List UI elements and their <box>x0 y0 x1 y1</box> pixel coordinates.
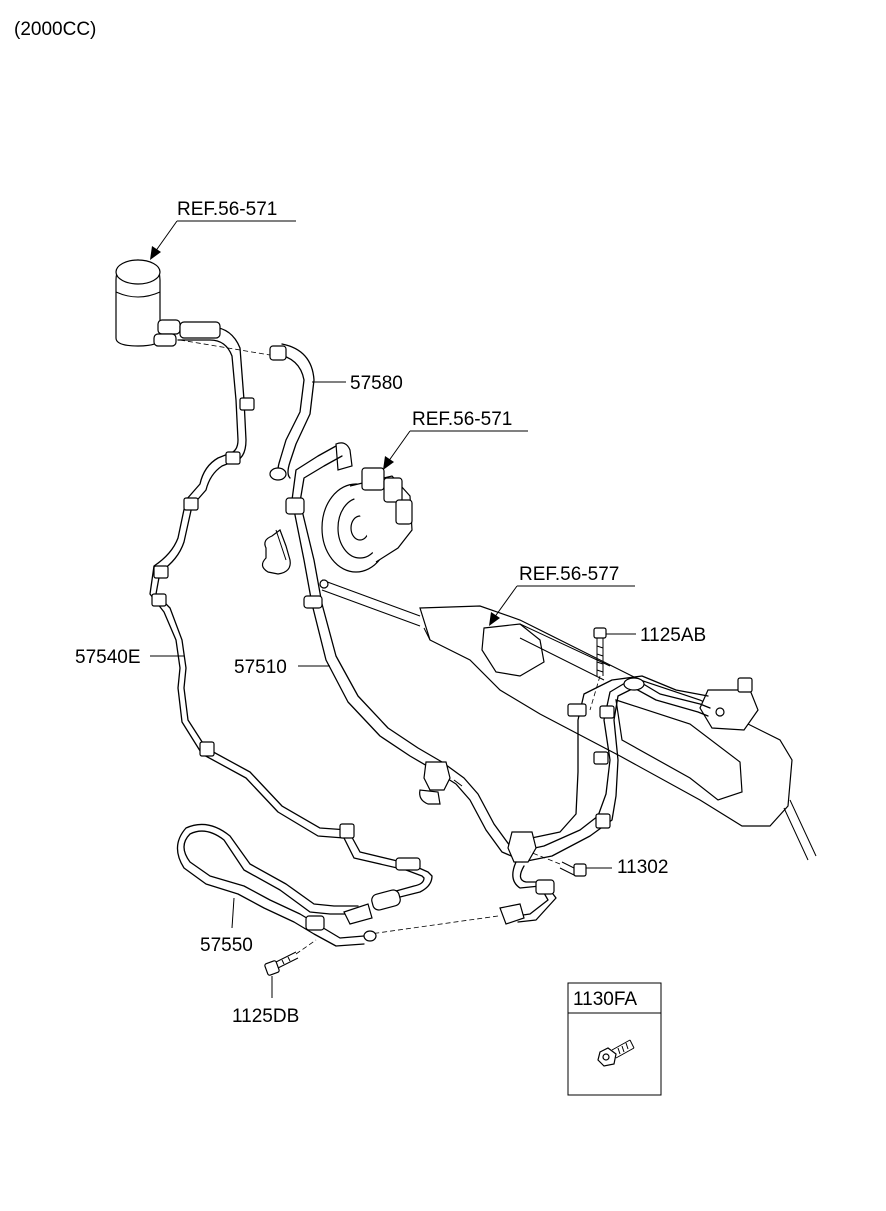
label-1125AB: 1125AB <box>640 625 706 646</box>
reservoir-tank <box>115 259 181 347</box>
bolt-1130FA-icon <box>597 1039 635 1067</box>
lower-connecting-tube <box>369 861 557 935</box>
callout-ref-gear-box: REF.56-577 <box>489 564 635 626</box>
pump-bracket <box>261 529 291 575</box>
bolt-11302: 11302 <box>529 851 668 878</box>
ref-pump-label: REF.56-571 <box>412 409 512 430</box>
bolt-1125AB: 1125AB <box>589 625 706 711</box>
pressure-hose-57510 <box>285 445 521 859</box>
power-steering-pump <box>321 442 413 573</box>
suction-hose-57580 <box>269 343 315 481</box>
gear-feed-tubes <box>507 675 711 863</box>
callout-57540E: 57540E <box>75 647 184 668</box>
legend-part-number: 1130FA <box>573 989 637 1010</box>
callout-57580: 57580 <box>312 373 403 394</box>
dash-reservoir-57580 <box>179 339 277 357</box>
cooler-tube-57550 <box>176 823 377 947</box>
steering-gear-box <box>319 579 817 861</box>
label-1125DB: 1125DB <box>232 1006 299 1027</box>
return-hose-57540E <box>149 321 433 911</box>
bolt-1125DB: 1125DB <box>232 939 317 1027</box>
label-11302: 11302 <box>617 857 668 878</box>
legend-box-1130FA: 1130FA <box>567 982 662 1096</box>
engine-note: (2000CC) <box>14 19 96 40</box>
callout-ref-reservoir: REF.56-571 <box>150 199 296 260</box>
ref-reservoir-label: REF.56-571 <box>177 199 277 220</box>
ref-gear-box-label: REF.56-577 <box>519 564 619 585</box>
callout-ref-pump: REF.56-571 <box>383 409 528 470</box>
label-57510: 57510 <box>234 657 287 678</box>
callout-57510: 57510 <box>234 657 330 678</box>
label-57550: 57550 <box>200 935 253 956</box>
label-57540E: 57540E <box>75 647 141 668</box>
label-57580: 57580 <box>350 373 403 394</box>
callout-57550: 57550 <box>200 897 253 956</box>
